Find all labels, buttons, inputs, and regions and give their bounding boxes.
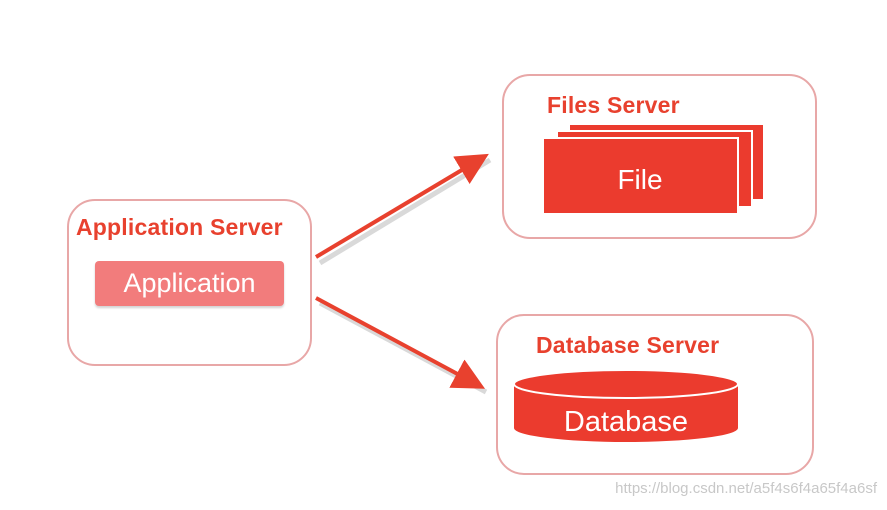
arrow-to-database-server [315, 296, 486, 389]
database-component: Database [563, 406, 689, 438]
files-server-title: Files Server [547, 92, 680, 118]
watermark: https://blog.csdn.net/a5f4s6f4a65f4a6sf [615, 480, 877, 497]
database-server-title: Database Server [536, 332, 720, 358]
application-server-title: Application Server [76, 214, 283, 240]
application-component: Application [95, 261, 284, 306]
arrow-to-files-server [314, 153, 489, 259]
file-stack-sheet-front [542, 137, 739, 215]
file-component: File [617, 164, 663, 195]
